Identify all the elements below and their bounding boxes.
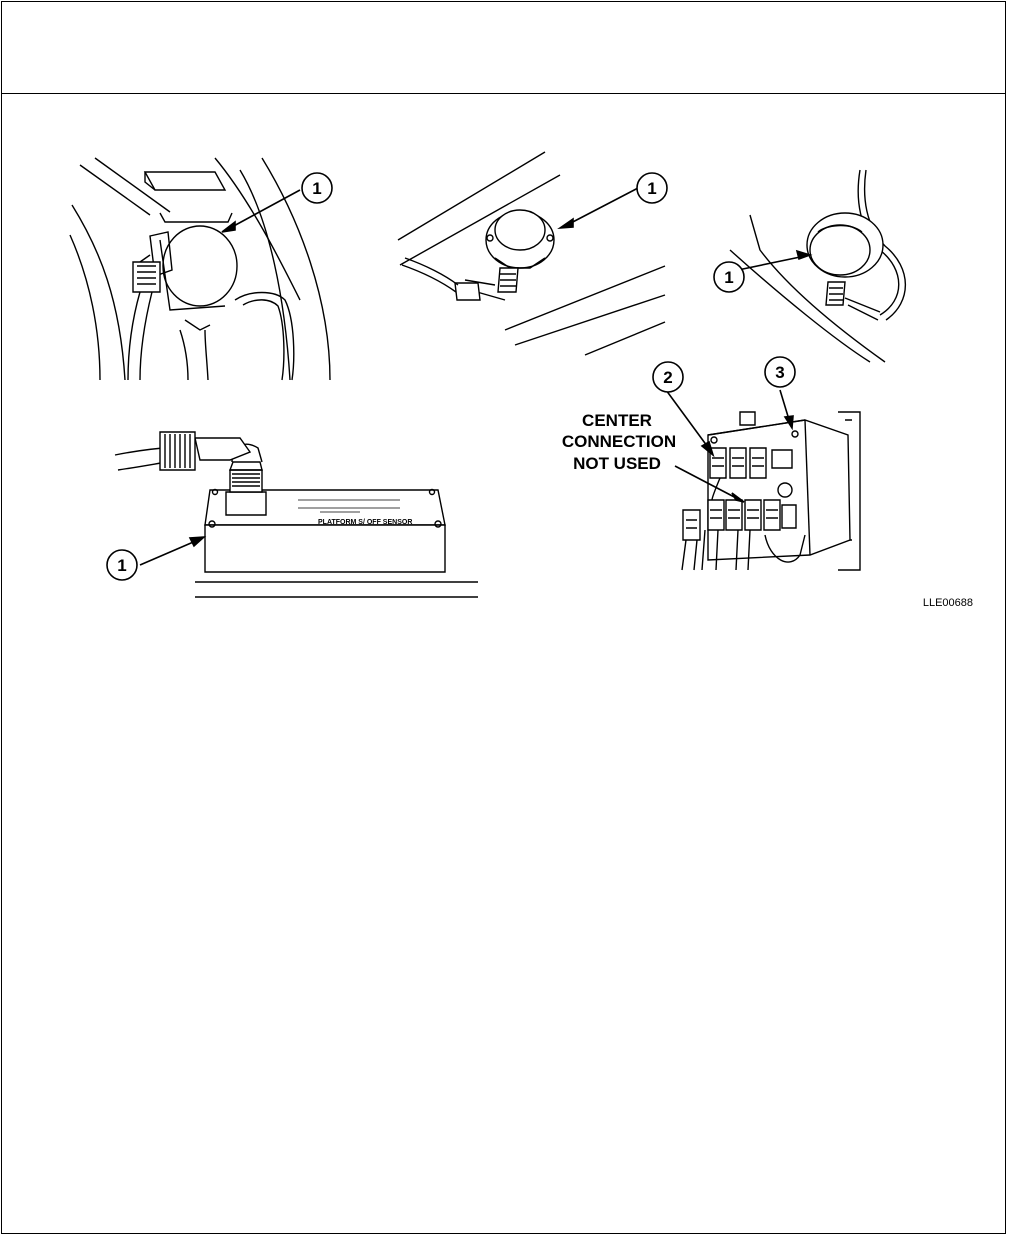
figure-id: LLE00688 xyxy=(922,597,973,609)
view-platform-sensor xyxy=(114,431,478,598)
page-header xyxy=(1,1,1006,94)
view-sensor-top-left xyxy=(69,157,331,381)
callout-number-3: 3 xyxy=(775,363,784,382)
note-line-2: CONNECTION xyxy=(562,432,676,451)
callout-circles xyxy=(106,172,796,581)
callout-number-1d: 1 xyxy=(117,556,126,575)
callout-number-1b: 1 xyxy=(647,179,656,198)
callout-circle-1b xyxy=(636,172,668,204)
view-junction-box xyxy=(681,411,861,571)
callout-number-2: 2 xyxy=(663,368,672,387)
sensor-nameplate-label: PLATFORM S/ OFF SENSOR xyxy=(318,519,412,526)
note-line-3: NOT USED xyxy=(573,454,661,473)
callout-number-1c: 1 xyxy=(724,268,733,287)
callout-number-1a: 1 xyxy=(312,179,321,198)
callout-circle-2 xyxy=(652,361,684,393)
callout-circle-1d xyxy=(106,549,138,581)
callout-circle-1a xyxy=(301,172,333,204)
note-line-1: CENTER xyxy=(582,411,652,430)
callout-circle-1c xyxy=(713,261,745,293)
view-sensor-top-right xyxy=(729,169,906,363)
view-sensor-top-middle xyxy=(397,151,666,356)
callout-circle-3 xyxy=(764,356,796,388)
